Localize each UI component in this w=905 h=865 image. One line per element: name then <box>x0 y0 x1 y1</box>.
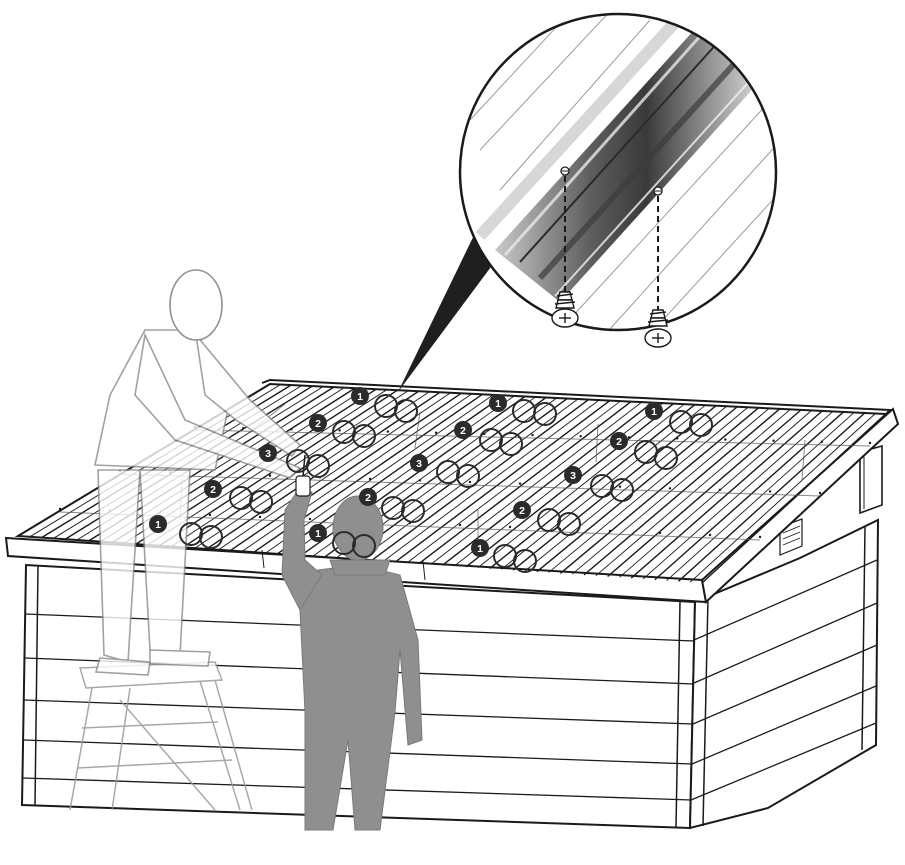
fastener-dot <box>628 436 630 438</box>
fastener-dot <box>219 473 221 475</box>
fastener-dot <box>309 518 311 520</box>
fastener-dot <box>290 428 292 430</box>
fastener-dot <box>769 490 771 492</box>
fastener-dot <box>580 435 582 437</box>
fastener-dot <box>369 478 371 480</box>
fastener-dot <box>338 429 340 431</box>
fastener-dot <box>531 434 533 436</box>
step-number: 2 <box>315 418 321 430</box>
step-number: 2 <box>519 505 525 517</box>
step-number: 1 <box>315 528 321 540</box>
fastener-dot <box>609 530 611 532</box>
fastener-dot <box>59 508 61 510</box>
fastener-dot <box>569 484 571 486</box>
detail-magnifier <box>460 0 800 347</box>
step-number: 1 <box>477 543 483 555</box>
fastener-dot <box>419 479 421 481</box>
fastener-dot <box>669 487 671 489</box>
fastener-dot <box>435 432 437 434</box>
fastener-dot <box>819 492 821 494</box>
step-number: 3 <box>265 448 271 460</box>
fastener-dot <box>519 482 521 484</box>
step-number: 1 <box>651 406 657 418</box>
fastener-dot <box>459 524 461 526</box>
step-number: 3 <box>416 458 422 470</box>
fastener-dot <box>869 442 871 444</box>
step-number: 1 <box>155 519 161 531</box>
fastener-dot <box>659 532 661 534</box>
fastener-dot <box>676 437 678 439</box>
step-number: 2 <box>210 484 216 496</box>
fastener-dot <box>509 526 511 528</box>
step-number: 2 <box>365 492 371 504</box>
fastener-dot <box>759 536 761 538</box>
fastener-dot <box>269 475 271 477</box>
step-number: 1 <box>495 398 501 410</box>
step-number: 3 <box>570 470 576 482</box>
fastener-dot <box>772 440 774 442</box>
step-number: 2 <box>460 425 466 437</box>
fastener-dot <box>259 516 261 518</box>
fastener-dot <box>469 481 471 483</box>
step-number: 2 <box>616 436 622 448</box>
fastener-dot <box>719 489 721 491</box>
fastener-dot <box>724 438 726 440</box>
fastener-dot <box>209 514 211 516</box>
fastener-dot <box>387 430 389 432</box>
fastener-dot <box>619 486 621 488</box>
step-number: 1 <box>357 391 363 403</box>
fastener-dot <box>709 534 711 536</box>
fastener-dot <box>242 427 244 429</box>
fastener-dot <box>821 441 823 443</box>
